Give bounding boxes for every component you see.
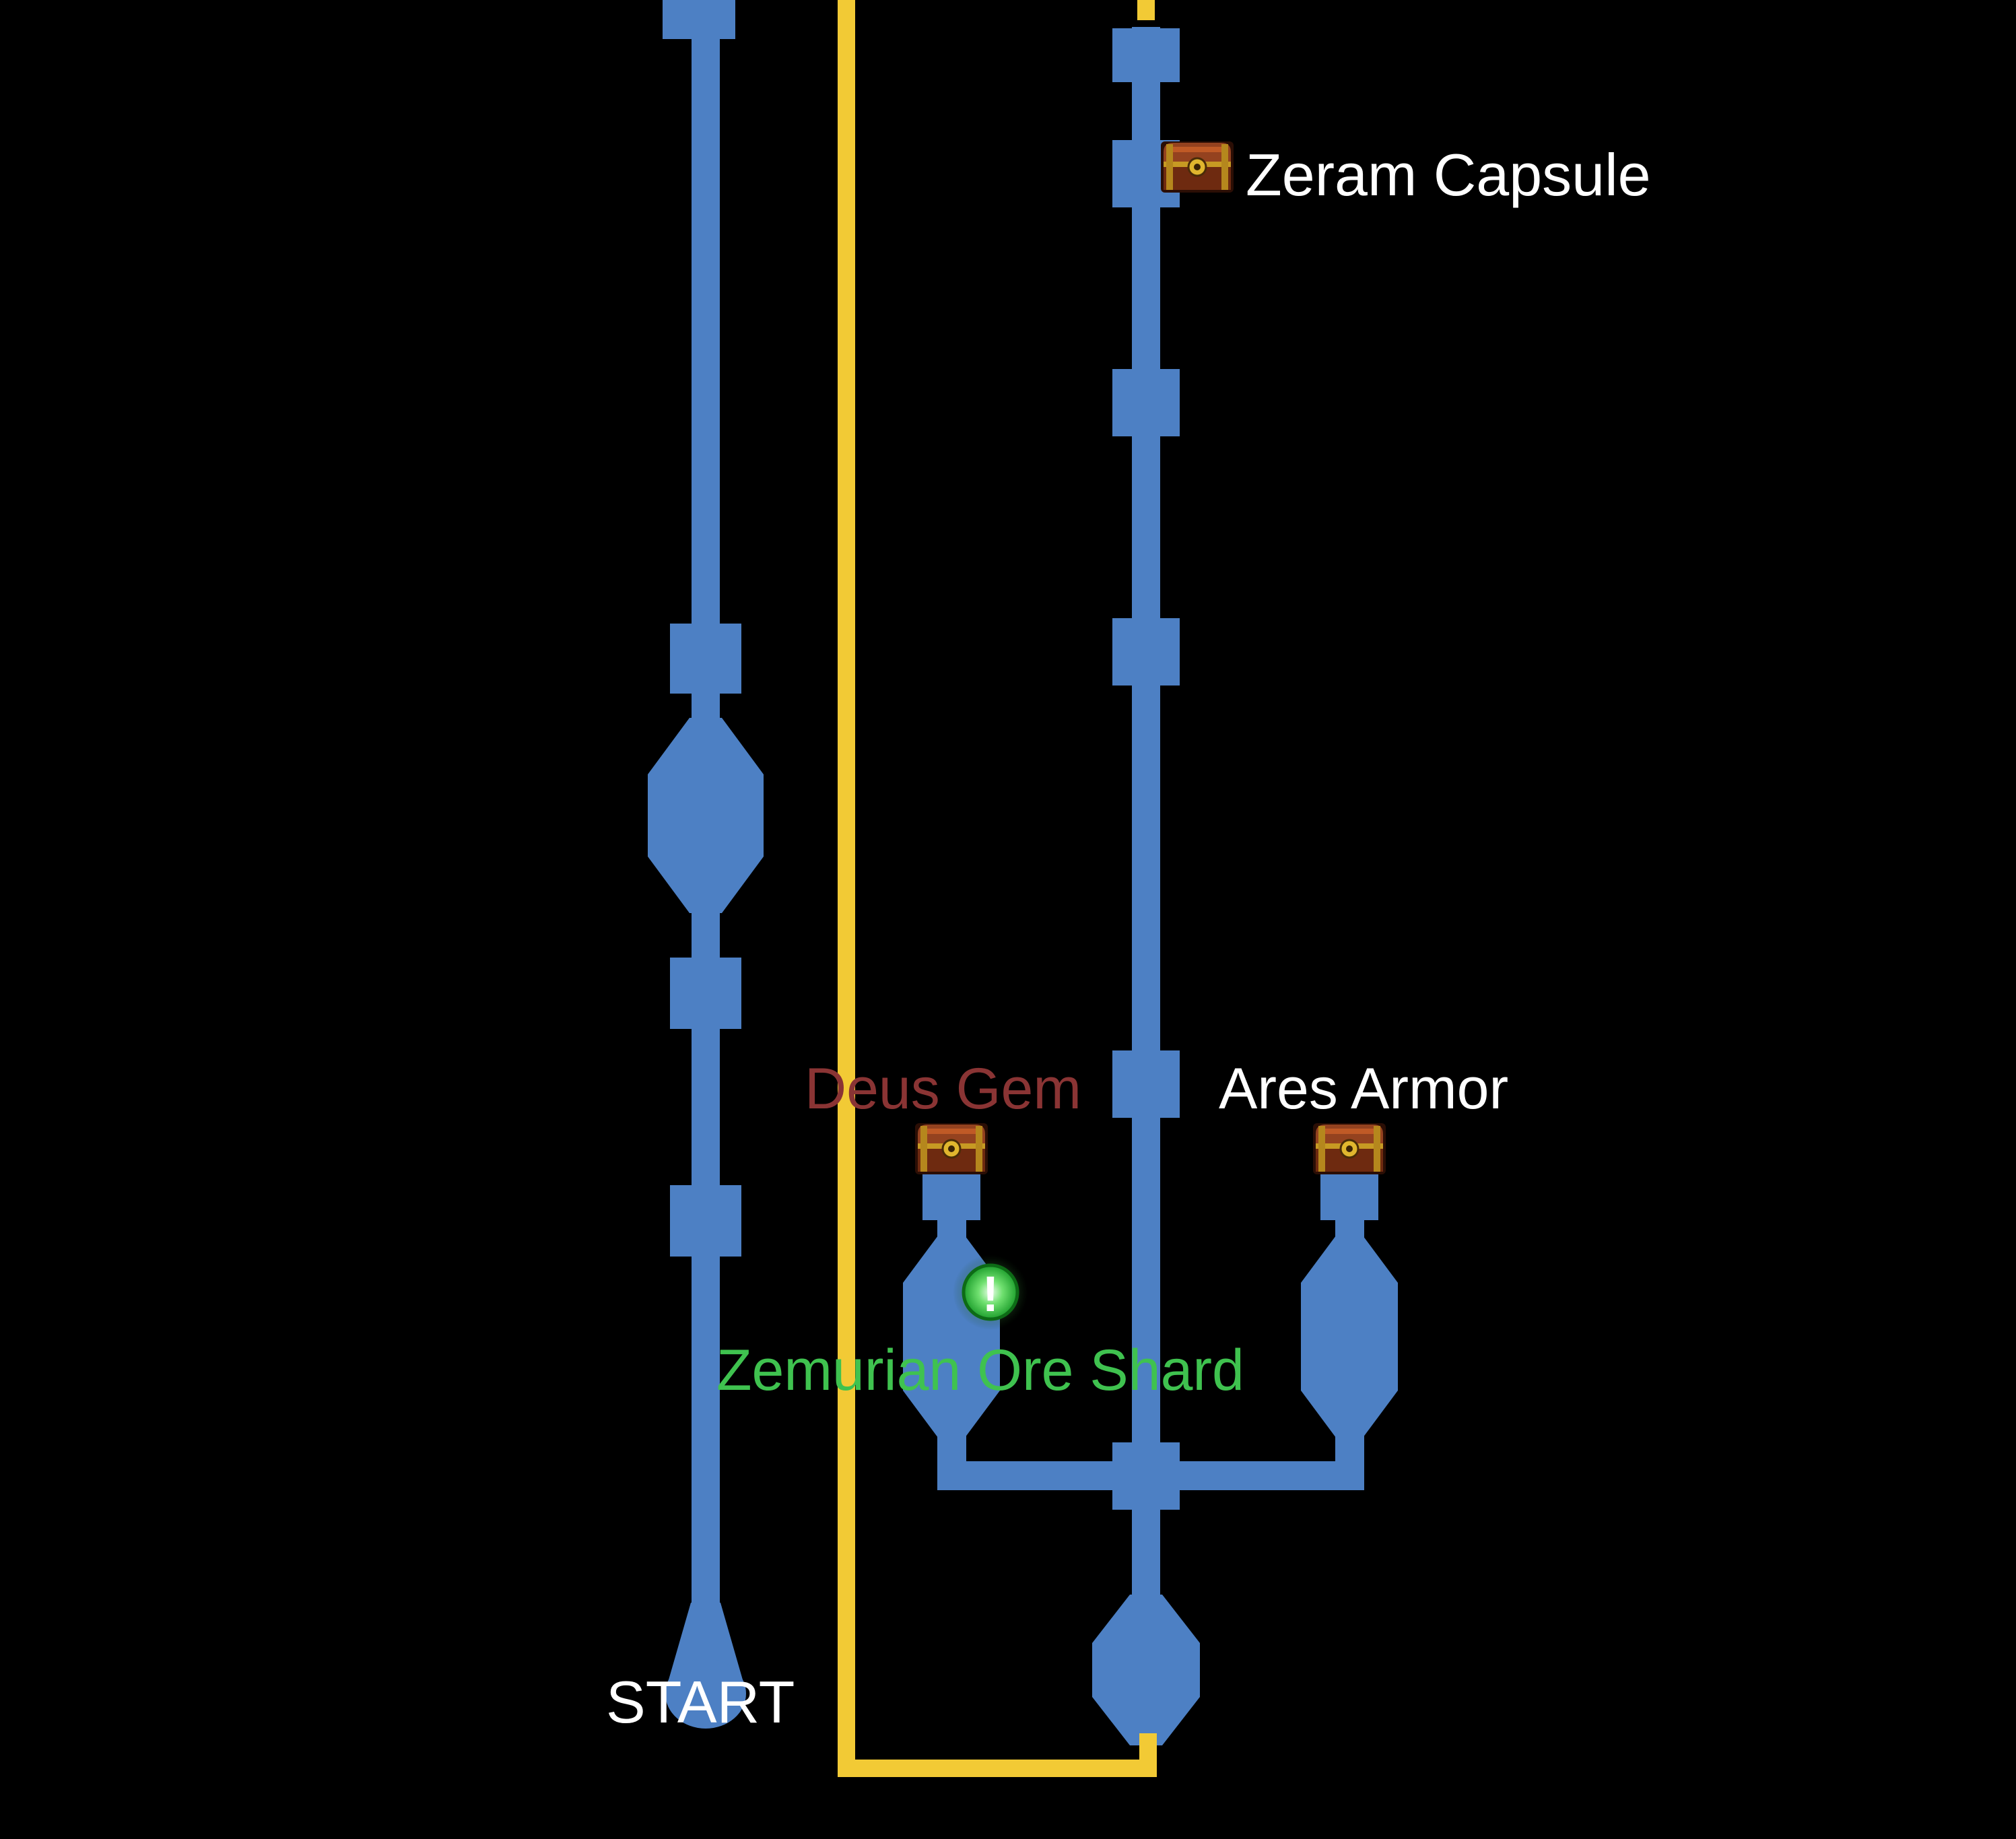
treasure-chest-icon xyxy=(1160,140,1235,194)
left-path-node-3 xyxy=(670,1185,741,1257)
branch-horizontal-line xyxy=(937,1461,1364,1490)
label-zemurian-ore-shard: Zemurian Ore Shard xyxy=(716,1338,1244,1403)
right-path-node-3 xyxy=(1112,618,1180,686)
route-line xyxy=(838,0,1157,1777)
right-path xyxy=(1092,27,1200,1745)
left-path-large-room xyxy=(648,718,764,913)
left-path-top-node xyxy=(663,0,735,39)
right-path-end-room xyxy=(1092,1595,1200,1745)
right-path-node-4 xyxy=(1112,1050,1180,1118)
right-path-top-node xyxy=(1112,28,1180,82)
ares-armor-branch-room xyxy=(1301,1236,1398,1438)
exclamation-icon: ! xyxy=(953,1255,1028,1330)
left-path-node-1 xyxy=(670,624,741,694)
label-zeram-capsule: Zeram Capsule xyxy=(1246,141,1651,208)
left-path xyxy=(648,0,764,1729)
route-end-stub xyxy=(1139,1733,1157,1777)
right-path-line xyxy=(1132,27,1160,1677)
ares-armor-branch xyxy=(1301,1174,1398,1481)
exclamation-icon-orb xyxy=(962,1263,1019,1321)
route-horizontal-line xyxy=(838,1760,1157,1777)
label-deus-gem: Deus Gem xyxy=(805,1057,1081,1121)
left-path-node-2 xyxy=(670,958,741,1029)
treasure-chest-icon xyxy=(914,1122,989,1176)
deus-gem-branch-node xyxy=(922,1174,980,1220)
route-vertical-line xyxy=(838,0,855,1768)
route-top-stub xyxy=(1137,0,1155,20)
right-path-node-2 xyxy=(1112,369,1180,436)
treasure-chest-icon xyxy=(1312,1122,1387,1176)
label-start: START xyxy=(606,1669,795,1735)
branch-connector xyxy=(937,1461,1364,1490)
start-area-base xyxy=(665,1659,746,1729)
exclamation-icon-glyph: ! xyxy=(982,1266,999,1322)
label-ares-armor: Ares Armor xyxy=(1219,1057,1508,1121)
ares-armor-branch-node xyxy=(1320,1174,1378,1220)
